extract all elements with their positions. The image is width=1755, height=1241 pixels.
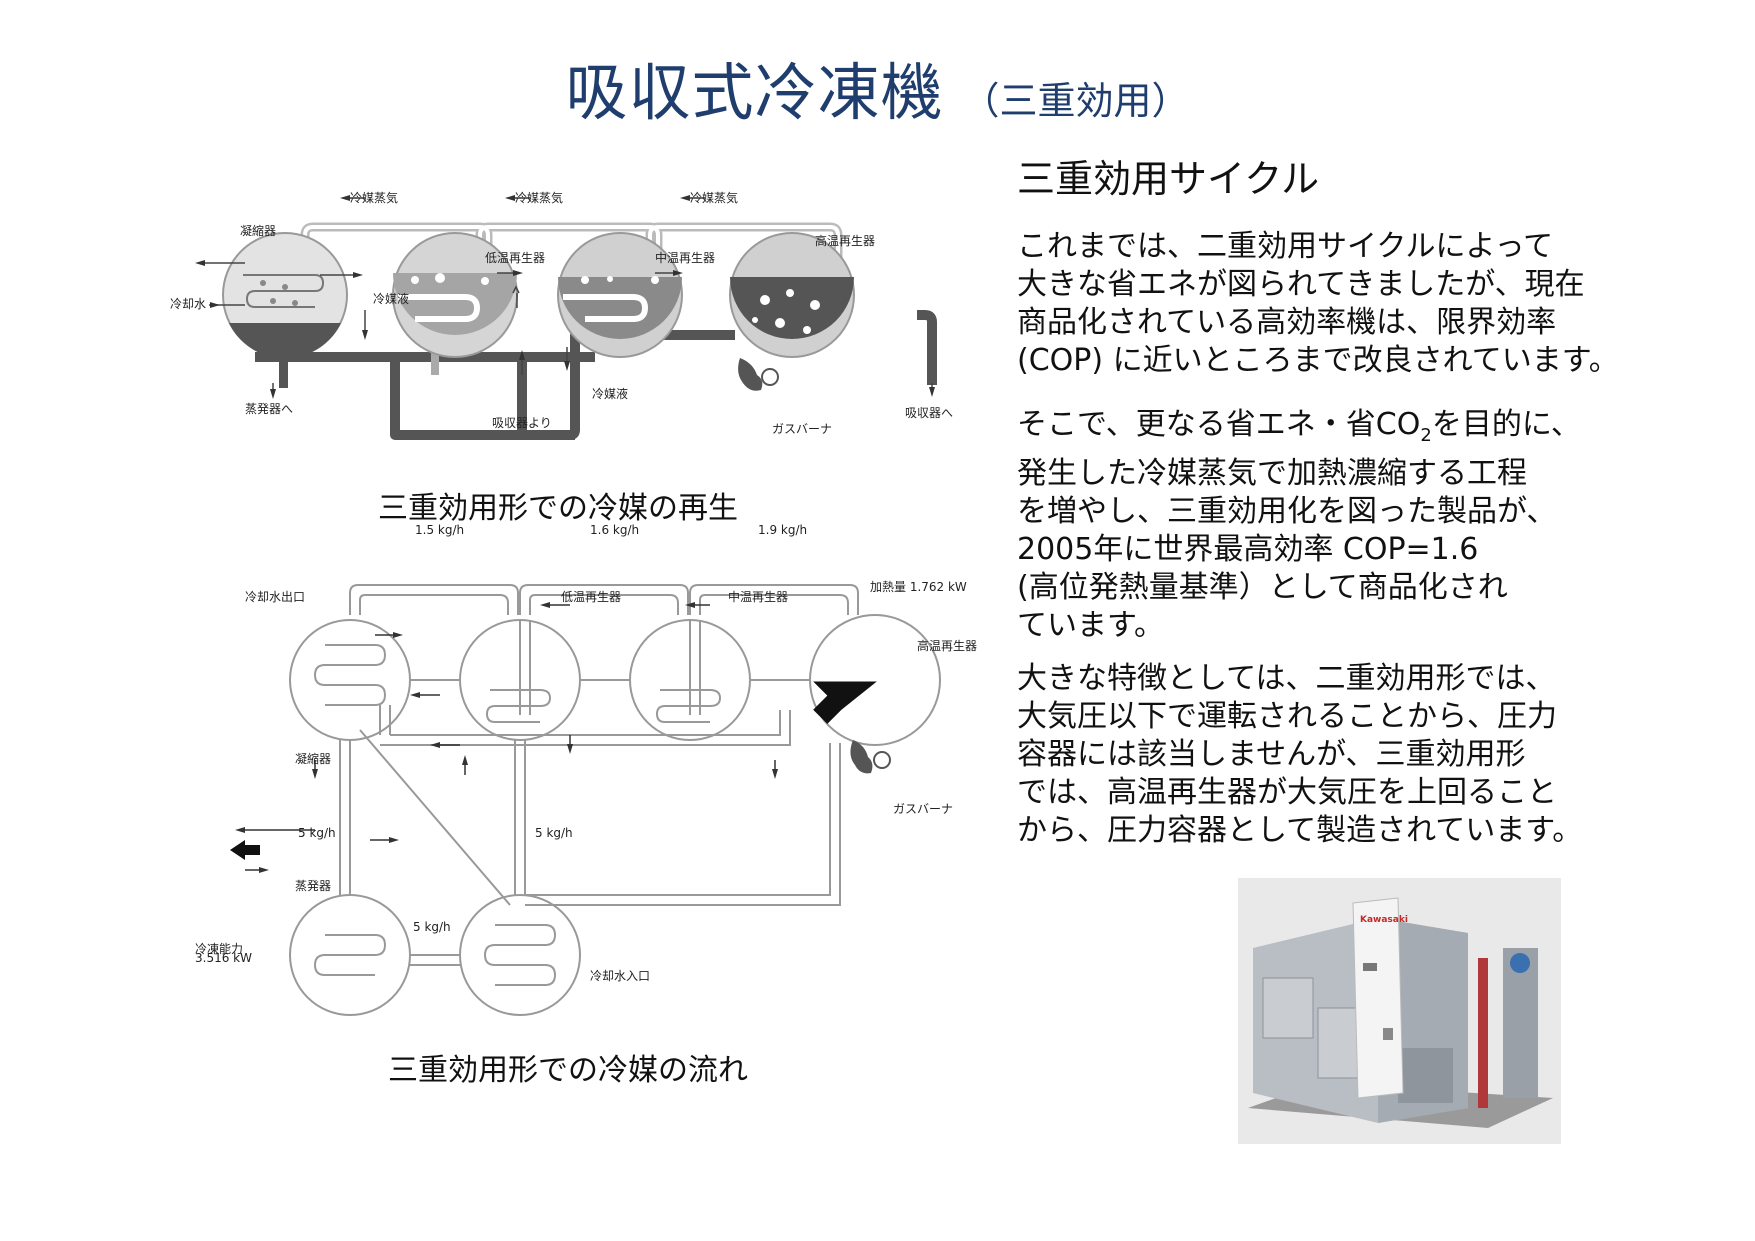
regeneration-diagram: 冷媒蒸気 [195, 222, 937, 440]
d2-low-gen-label: 低温再生器 [561, 590, 621, 604]
title-sub: （三重効用） [961, 79, 1190, 123]
d2-evaporator-label: 蒸発器 [295, 879, 331, 893]
d2-cw-out-label: 冷却水出口 [245, 590, 305, 604]
d2-high-gen-label: 高温再生器 [917, 638, 977, 653]
paragraph-3: 大きな特徴としては、二重効用形では、 大気圧以下で運転されることから、圧力 容器… [1017, 661, 1583, 848]
d2-flow-5b-label: 5 kg/h [535, 826, 573, 840]
d2-condenser-label: 凝縮器 [295, 751, 331, 766]
flow-diagram-labels-bottom: 3.516 kW 冷却水入口 [195, 951, 650, 983]
co2-subscript: 2 [1420, 425, 1432, 446]
diagram2-caption: 三重効用形での冷媒の流れ [388, 1053, 748, 1088]
d1-vapor-label-1: 冷媒蒸気 [350, 190, 398, 205]
d1-vapor-label-3: 冷媒蒸気 [690, 190, 738, 205]
d2-flow-label-3: 1.9 kg/h [758, 523, 807, 537]
paragraph-2: そこで、更なる省エネ・省CO2を目的に、 発生した冷媒蒸気で加熱濃縮する工程 を… [1017, 406, 1737, 645]
regeneration-diagram-labels: 冷媒蒸気 冷媒蒸気 冷媒蒸気 凝縮器 低温再生器 中温再生器 高温再生器 冷却水… [170, 190, 953, 436]
d1-refrigerant-liquid2-label: 冷媒液 [592, 386, 628, 401]
d1-from-absorber-label: 吸収器より [492, 416, 552, 430]
d2-flow-label-1: 1.5 kg/h [415, 523, 464, 537]
d2-capacity-value: 3.516 kW [195, 951, 252, 965]
d1-to-absorber-label: 吸収器へ [905, 406, 953, 420]
d1-low-gen-label: 低温再生器 [485, 251, 545, 265]
page-title: 吸収式冷凍機 （三重効用） [0, 42, 1755, 132]
product-photo: Kawasaki [1238, 878, 1561, 1144]
d2-flow-5c-label: 5 kg/h [413, 920, 451, 934]
d2-heat-label: 加熱量 1.762 kW [870, 580, 967, 594]
title-main: 吸収式冷凍機 [565, 56, 944, 129]
d2-cw-in-label: 冷却水入口 [590, 969, 650, 983]
d1-to-evaporator-label: 蒸発器へ [245, 402, 293, 416]
paragraph-1: これまでは、二重効用サイクルによって 大きな省エネが図られてきましたが、現在 商… [1017, 229, 1619, 378]
d2-capacity-label: 冷凍能力 [195, 942, 243, 956]
paragraph-2-part-1: そこで、更なる省エネ・省CO [1017, 407, 1421, 442]
d1-vapor-label-2: 冷媒蒸気 [515, 190, 563, 205]
d2-flow-label-2: 1.6 kg/h [590, 523, 639, 537]
d1-condenser-label: 凝縮器 [240, 223, 276, 238]
d1-mid-gen-label: 中温再生器 [655, 250, 715, 265]
flow-diagram [230, 584, 941, 1016]
d1-high-gen-label: 高温再生器 [815, 233, 875, 248]
d1-gas-burner-label: ガスバーナ [772, 422, 832, 436]
section-heading: 三重効用サイクル [1017, 157, 1320, 201]
diagram1-caption: 三重効用形での冷媒の再生 [378, 491, 738, 526]
paragraph-2-part-2: を目的に、 発生した冷媒蒸気で加熱濃縮する工程 を増やし、三重効用化を図った製品… [1017, 407, 1581, 643]
d1-refrigerant-liquid-label: 冷媒液 [373, 291, 409, 306]
d2-gas-burner-label: ガスバーナ [893, 802, 953, 816]
d2-flow-5a-label: 5 kg/h [298, 826, 336, 840]
d2-mid-gen-label: 中温再生器 [728, 589, 788, 604]
flow-diagram-labels: 1.5 kg/h 1.6 kg/h 1.9 kg/h 冷却水出口 低温再生器 中… [195, 523, 977, 956]
d1-cooling-water-label: 冷却水 [170, 297, 206, 311]
brand-logo: Kawasaki [1360, 915, 1408, 925]
